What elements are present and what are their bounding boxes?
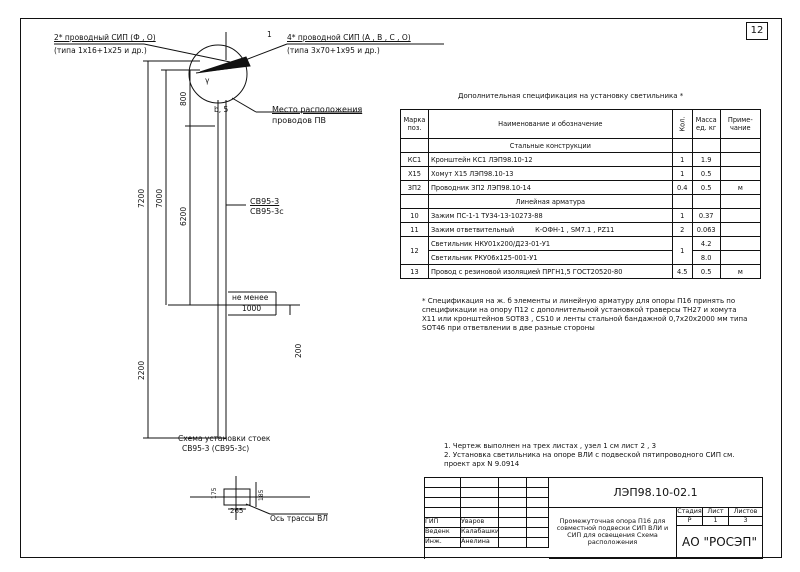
dim-200: 200 [294, 343, 303, 358]
pole-mark-2: СВ95-3с [250, 207, 284, 216]
sheets-value: 3 [729, 517, 763, 526]
col-qty: Кол. [671, 109, 693, 139]
person-role: Веденк [425, 528, 461, 538]
scheme-caption-2: СВ95-3 (СВ95-3с) [182, 444, 250, 453]
document-code: ЛЭП98.10-02.1 [549, 478, 763, 508]
person-role: ГИП [425, 518, 461, 528]
dim-800: 800 [179, 91, 188, 106]
dim-265: 265 [230, 507, 244, 515]
dim-185: 185 [258, 489, 265, 501]
sip-left-title: 2* проводный СИП (Ф , О) [54, 33, 156, 42]
stage-value: Р [677, 517, 703, 526]
person-name: Калабашкин [461, 528, 499, 538]
dim-6200: 6200 [179, 206, 188, 226]
note-1: 1. Чертеж выполнен на трех листах , узел… [444, 442, 657, 450]
dim-175: 175 [211, 487, 218, 499]
section-title: Стальные конструкции [427, 138, 673, 153]
sheet-header: Лист [703, 508, 729, 517]
col-name: Наименование и обозначение [427, 109, 673, 139]
document-title: Промежуточная опора П16 для совместной п… [549, 508, 677, 559]
col-mark: Марка поз. [400, 109, 429, 139]
dim-7200: 7200 [137, 188, 146, 208]
section-title: Линейная арматура [427, 194, 673, 209]
stage-header: Стадия [677, 508, 703, 517]
spec-table: Марка поз. Наименование и обозначение Ко… [400, 109, 762, 279]
sheet-number: 12 [746, 22, 768, 40]
title-block: ГИП Уваров Веденк Калабашкин Инж. Анелин… [424, 477, 763, 559]
scheme-caption-1: Схема установки стоек [178, 434, 271, 443]
star-note: * Спецификация на ж. б элементы и линейн… [422, 297, 748, 332]
dim-1000: 1000 [242, 304, 262, 313]
person-name: Уваров [461, 518, 499, 528]
dim-7000: 7000 [155, 188, 164, 208]
sip-left-type: (типа 1х16+1х25 и др.) [54, 46, 147, 55]
spec-title: Дополнительная спецификация на установку… [458, 92, 684, 100]
sheet-value: 1 [703, 517, 729, 526]
person-role: Инж. [425, 538, 461, 548]
pole-mark-1: СВ95-3 [250, 197, 280, 206]
sip-right-title: 4* проводной СИП (А , В , С , О) [287, 33, 411, 42]
note-2: 2. Установка светильника на опоре ВЛИ с … [444, 451, 735, 468]
organization: АО "РОСЭП" [677, 526, 763, 559]
drawing-frame [20, 18, 782, 558]
sheets-header: Листов [729, 508, 763, 517]
dim-2200: 2200 [137, 360, 146, 380]
callout-1: 1 [267, 30, 272, 39]
sip-right-type: (типа 3х70+1х95 и др.) [287, 46, 380, 55]
col-note: Приме- чание [719, 109, 762, 139]
place-label-line1: Место расположения [272, 105, 363, 114]
not-less-label: не менее [232, 293, 269, 302]
person-name: Анелина [461, 538, 499, 548]
col-mass: Масса ед. кг [691, 109, 721, 139]
b5-label: b, 5 [214, 105, 229, 114]
gamma-label: γ [205, 76, 210, 85]
general-notes: 1. Чертеж выполнен на трех листах , узел… [422, 442, 762, 469]
place-label-line2: проводов ПВ [272, 116, 326, 125]
axis-label: Ось трассы ВЛ [270, 514, 328, 523]
